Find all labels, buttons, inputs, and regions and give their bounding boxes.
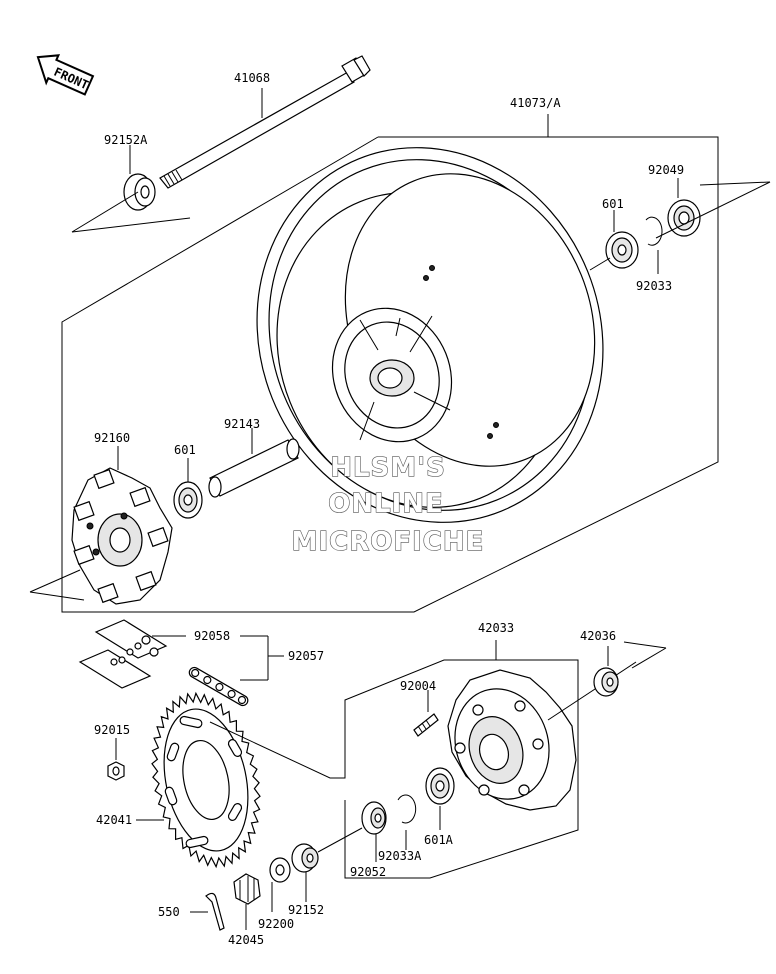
label-wheel: 41073/A (510, 96, 561, 110)
right-side-seal (655, 178, 771, 239)
label-cotter-pin: 550 (158, 905, 180, 919)
label-seal-right: 92049 (648, 163, 684, 177)
collar-left (71, 145, 191, 233)
front-arrow-icon: FRONT (36, 54, 95, 96)
label-nut-sprocket: 92015 (94, 723, 130, 737)
watermark-line3: MICROFICHE (292, 527, 485, 557)
label-circlip-coupling: 92033A (378, 849, 422, 863)
chain-joint-link (78, 619, 284, 689)
label-stud: 92004 (400, 679, 436, 693)
rear-wheel-rim (256, 147, 604, 523)
part-labels: 41068 41073/A 92152A 92049 601 92033 921… (94, 71, 684, 947)
label-axle-nut: 42045 (228, 933, 264, 947)
watermark-line2: ONLINE (328, 489, 444, 519)
label-hub-coupling: 42033 (478, 621, 514, 635)
label-seal-coupling: 92052 (350, 865, 386, 879)
label-sprocket: 42041 (96, 813, 132, 827)
coupling-circlip (397, 794, 417, 850)
label-collar-coupling: 42036 (580, 629, 616, 643)
label-chain: 92057 (288, 649, 324, 663)
label-axle: 41068 (234, 71, 270, 85)
label-chain-link: 92058 (194, 629, 230, 643)
watermark-line1: HLSM'S (330, 453, 446, 483)
left-bearing (173, 458, 203, 519)
label-washer: 92200 (258, 917, 294, 931)
sprocket-nut (107, 738, 125, 781)
label-circlip-right: 92033 (636, 279, 672, 293)
label-spacer-tube: 92143 (224, 417, 260, 431)
label-bearing-left: 601 (174, 443, 196, 457)
coupling-stud (413, 690, 439, 737)
coupling-collar (593, 641, 667, 697)
rear-axle (159, 55, 371, 189)
coupling-assembly-outline (209, 640, 579, 879)
label-damper: 92160 (94, 431, 130, 445)
spacer-tube (208, 428, 300, 498)
axle-nut (233, 873, 261, 930)
right-side-circlip (645, 216, 663, 274)
right-side-bearing (589, 210, 639, 271)
cotter-pin (190, 892, 225, 931)
coupling-seal (361, 801, 387, 862)
wheel-assembly-outline (61, 114, 719, 613)
coupling-collar-left (291, 827, 363, 902)
rear-sprocket (136, 691, 261, 869)
watermark: HLSM'S ONLINE MICROFICHE (291, 452, 485, 557)
label-bearing-coupling: 601A (424, 833, 454, 847)
label-collar-coupling-left: 92152 (288, 903, 324, 917)
drive-chain (188, 666, 249, 707)
sprocket-coupling-hub (447, 661, 637, 811)
label-bearing-right: 601 (602, 197, 624, 211)
axle-washer (269, 857, 291, 912)
coupling-bearing (425, 767, 455, 830)
hub-damper (29, 446, 173, 605)
label-collar-left: 92152A (104, 133, 148, 147)
